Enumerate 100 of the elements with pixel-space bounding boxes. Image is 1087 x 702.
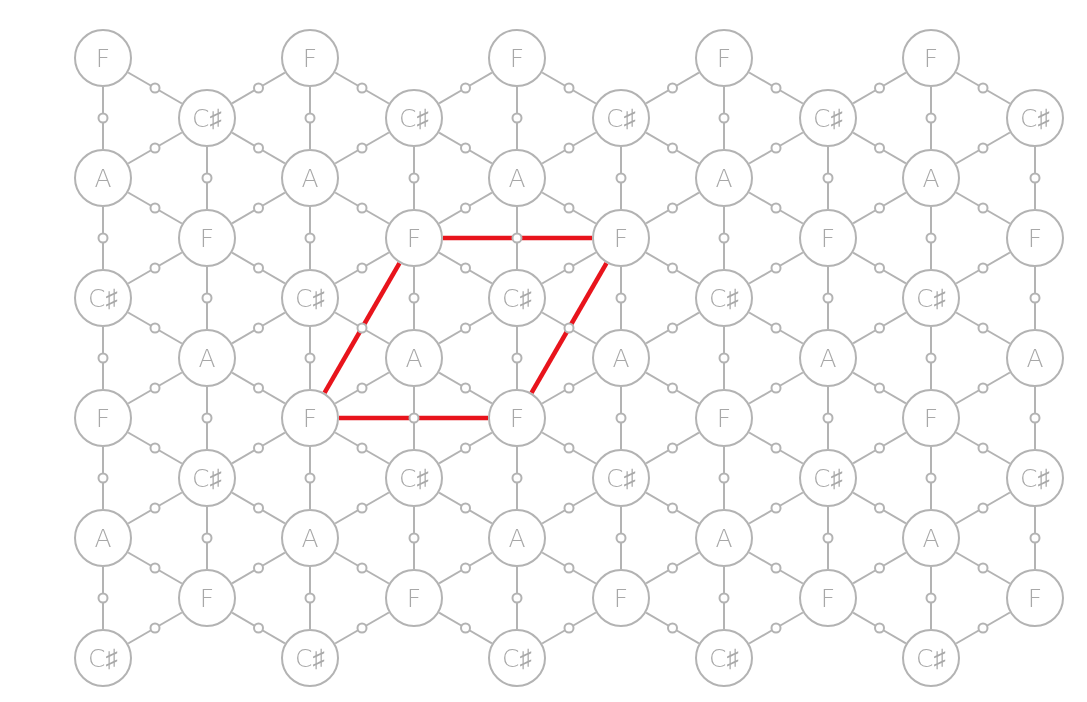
connector-line — [541, 491, 597, 525]
connector-line — [930, 86, 932, 150]
connector-line — [748, 71, 804, 105]
connector-line — [723, 206, 725, 270]
connector-line — [413, 386, 415, 450]
connector-line — [955, 491, 1011, 525]
connector-line — [127, 251, 183, 285]
connector-line — [1034, 386, 1036, 450]
connector-line — [930, 326, 932, 390]
note-circle: F — [592, 569, 650, 627]
note-circle: C♯ — [592, 449, 650, 507]
note-circle: C♯ — [281, 629, 339, 687]
note-circle: F — [178, 569, 236, 627]
connector-line — [438, 491, 493, 525]
note-circle: F — [488, 29, 546, 87]
connector-line — [102, 446, 104, 510]
connector-line — [1034, 506, 1036, 570]
note-circle: C♯ — [695, 269, 753, 327]
note-circle: F — [74, 29, 132, 87]
connector-line — [206, 506, 208, 570]
connector-line — [541, 311, 597, 345]
highlight-line — [529, 262, 609, 394]
connector-line — [645, 71, 700, 105]
connector-line — [723, 446, 725, 510]
connector-line — [955, 371, 1011, 405]
connector-line — [102, 566, 104, 630]
note-circle: A — [281, 149, 339, 207]
connector-line — [645, 131, 700, 165]
connector-line — [645, 611, 700, 645]
connector-line — [334, 311, 390, 345]
connector-line — [206, 386, 208, 450]
connector-line — [309, 326, 311, 390]
connector-line — [438, 611, 493, 645]
connector-line — [231, 131, 286, 165]
connector-line — [955, 311, 1011, 345]
note-circle: A — [74, 509, 132, 567]
connector-line — [852, 311, 907, 345]
connector-line — [438, 371, 493, 405]
connector-line — [334, 251, 390, 285]
connector-line — [852, 551, 907, 585]
note-circle: C♯ — [385, 449, 443, 507]
connector-line — [541, 131, 597, 165]
connector-line — [438, 551, 493, 585]
connector-line — [852, 491, 907, 525]
note-circle: C♯ — [74, 269, 132, 327]
connector-line — [645, 311, 700, 345]
connector-line — [852, 431, 907, 465]
connector-line — [955, 611, 1011, 645]
connector-line — [127, 71, 183, 105]
connector-line — [748, 611, 804, 645]
connector-line — [309, 446, 311, 510]
connector-line — [852, 191, 907, 225]
note-circle: F — [902, 29, 960, 87]
connector-line — [516, 566, 518, 630]
connector-line — [231, 71, 286, 105]
connector-line — [206, 266, 208, 330]
note-circle: F — [385, 209, 443, 267]
connector-line — [748, 191, 804, 225]
connector-line — [516, 86, 518, 150]
connector-line — [620, 386, 622, 450]
connector-line — [334, 71, 390, 105]
note-circle: A — [902, 509, 960, 567]
highlight-line — [339, 415, 488, 421]
note-circle: C♯ — [799, 449, 857, 507]
connector-line — [541, 371, 597, 405]
note-circle: C♯ — [902, 629, 960, 687]
note-circle: A — [592, 329, 650, 387]
note-circle: C♯ — [592, 89, 650, 147]
connector-line — [827, 506, 829, 570]
connector-line — [645, 491, 700, 525]
connector-line — [748, 131, 804, 165]
connector-line — [955, 71, 1011, 105]
note-circle: C♯ — [178, 89, 236, 147]
connector-line — [231, 371, 286, 405]
note-circle: A — [488, 149, 546, 207]
connector-line — [231, 431, 286, 465]
connector-line — [748, 551, 804, 585]
connector-line — [748, 431, 804, 465]
connector-line — [231, 611, 286, 645]
note-circle: F — [799, 569, 857, 627]
connector-line — [127, 371, 183, 405]
connector-line — [309, 566, 311, 630]
note-circle: A — [695, 509, 753, 567]
connector-line — [645, 251, 700, 285]
connector-line — [231, 491, 286, 525]
connector-line — [541, 431, 597, 465]
highlight-line — [322, 262, 402, 394]
connector-line — [334, 611, 390, 645]
connector-line — [748, 371, 804, 405]
note-circle: F — [695, 389, 753, 447]
connector-line — [955, 551, 1011, 585]
connector-line — [955, 191, 1011, 225]
connector-line — [413, 506, 415, 570]
connector-line — [334, 131, 390, 165]
connector-line — [127, 131, 183, 165]
connector-line — [645, 371, 700, 405]
connector-line — [334, 491, 390, 525]
note-circle: F — [74, 389, 132, 447]
connector-line — [438, 191, 493, 225]
connector-line — [827, 386, 829, 450]
